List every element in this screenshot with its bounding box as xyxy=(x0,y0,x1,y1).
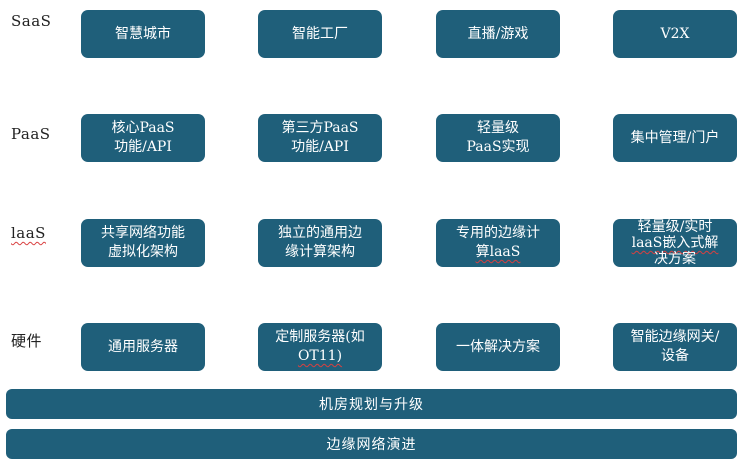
paas-box-core: 核心PaaS 功能/API xyxy=(81,114,205,162)
layer-label-iaas: laaS xyxy=(11,224,46,242)
box-line: 决方案 xyxy=(654,251,696,267)
box-line: 功能/API xyxy=(114,139,172,155)
saas-box-smart-city: 智慧城市 xyxy=(81,10,205,58)
box-line: 轻量级 xyxy=(477,120,519,136)
paas-box-lightweight: 轻量级 PaaS实现 xyxy=(436,114,560,162)
box-line: 智慧城市 xyxy=(115,25,171,42)
box-line: 专用的边缘计 xyxy=(456,225,540,241)
box-line: 集中管理/门户 xyxy=(630,129,720,146)
box-line: 算laaS xyxy=(475,244,521,260)
hw-box-integrated-solution: 一体解决方案 xyxy=(436,323,560,371)
bar-datacenter-planning: 机房规划与升级 xyxy=(6,389,737,419)
box-line: OT11) xyxy=(297,348,343,364)
box-line: PaaS实现 xyxy=(466,139,530,155)
paas-box-third-party: 第三方PaaS 功能/API xyxy=(258,114,382,162)
box-line: 智能工厂 xyxy=(292,25,348,42)
saas-box-live-gaming: 直播/游戏 xyxy=(436,10,560,58)
layer-label-hardware: 硬件 xyxy=(11,332,43,350)
layer-label-paas: PaaS xyxy=(11,125,51,143)
saas-box-smart-factory: 智能工厂 xyxy=(258,10,382,58)
hw-box-edge-gateway: 智能边缘网关/ 设备 xyxy=(613,323,737,371)
saas-box-v2x: V2X xyxy=(613,10,737,58)
box-line: 轻量级/实时 xyxy=(637,219,713,235)
paas-box-central-management: 集中管理/门户 xyxy=(613,114,737,162)
box-line: 核心PaaS xyxy=(111,120,175,136)
box-line: 直播/游戏 xyxy=(467,25,529,42)
hw-box-general-server: 通用服务器 xyxy=(81,323,205,371)
box-line: 功能/API xyxy=(291,139,349,155)
iaas-box-embedded: 轻量级/实时 laaS嵌入式解 决方案 xyxy=(613,219,737,267)
box-line: 虚拟化架构 xyxy=(108,244,178,260)
iaas-box-independent-edge: 独立的通用边 缘计算架构 xyxy=(258,219,382,267)
layer-label-saas: SaaS xyxy=(11,12,52,30)
box-line: 一体解决方案 xyxy=(456,338,540,355)
bar-edge-network-evolution: 边缘网络演进 xyxy=(6,429,737,459)
box-line: V2X xyxy=(660,25,690,42)
box-line: laaS嵌入式解 xyxy=(631,235,719,251)
iaas-box-shared-nfv: 共享网络功能 虚拟化架构 xyxy=(81,219,205,267)
box-line: 独立的通用边 xyxy=(278,225,362,241)
box-line: 定制服务器(如 xyxy=(275,329,365,345)
box-line: 通用服务器 xyxy=(108,338,178,355)
iaas-box-dedicated-edge: 专用的边缘计 算laaS xyxy=(436,219,560,267)
box-line: 智能边缘网关/ xyxy=(630,329,720,345)
box-line: 第三方PaaS xyxy=(281,120,359,136)
box-line: 共享网络功能 xyxy=(101,225,185,241)
box-line: 缘计算架构 xyxy=(285,244,355,260)
hw-box-custom-server: 定制服务器(如 OT11) xyxy=(258,323,382,371)
box-line: 设备 xyxy=(661,348,689,364)
